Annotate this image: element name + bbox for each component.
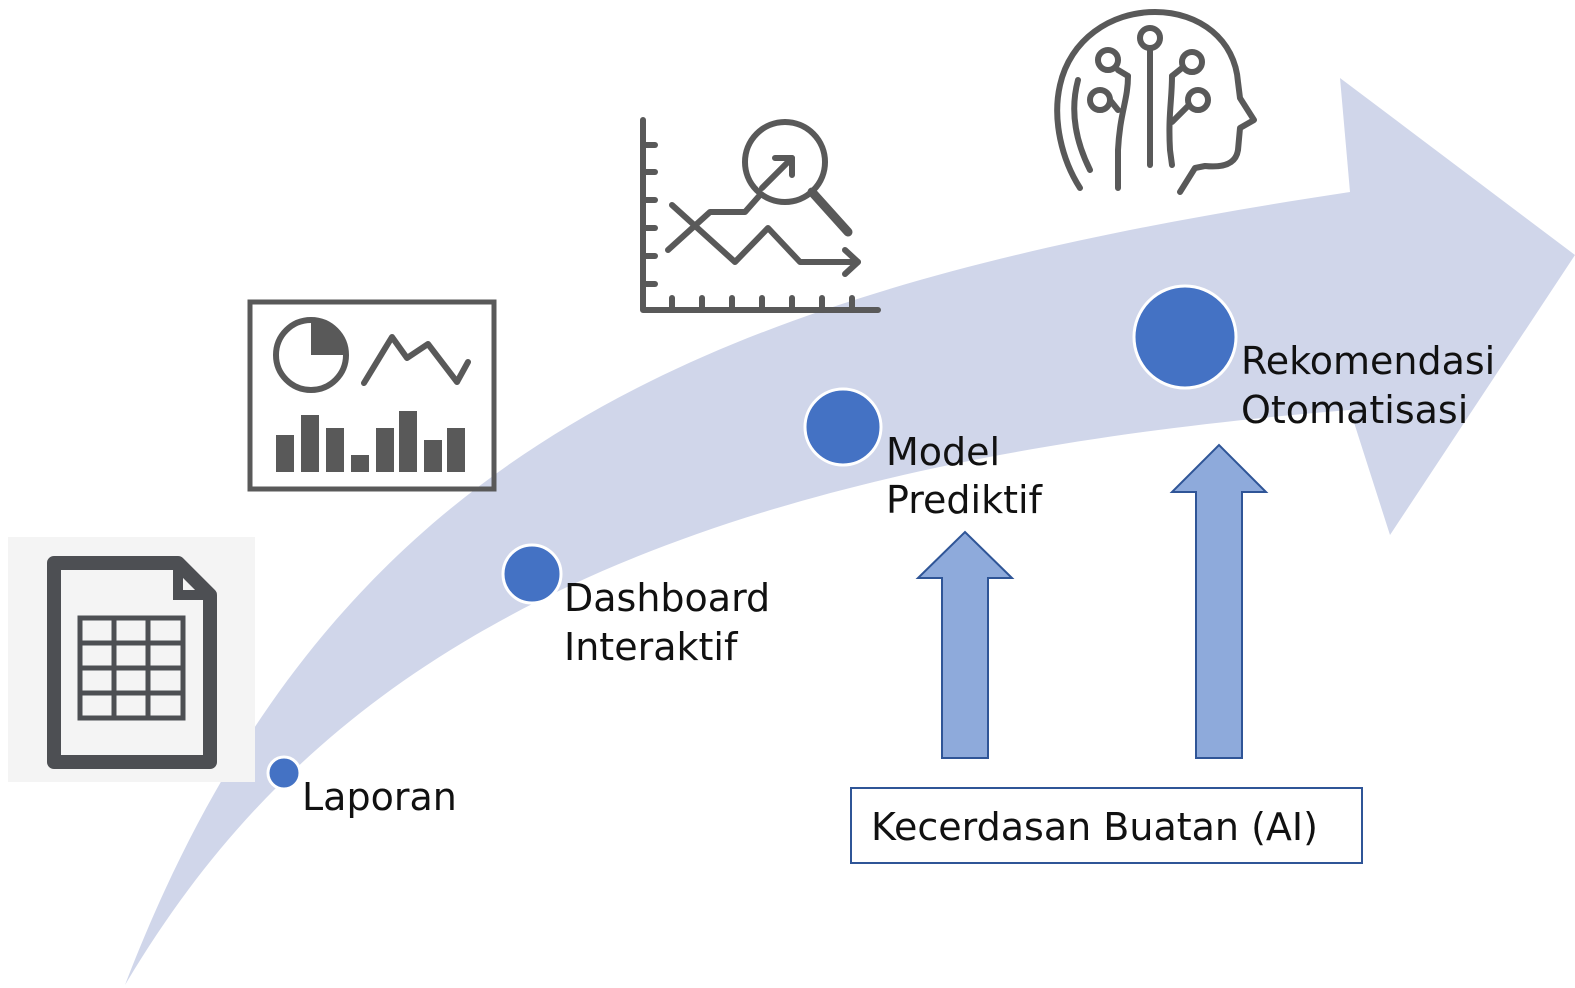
document-fold xyxy=(173,563,210,600)
head-outline xyxy=(1054,9,1257,195)
ai-box-frame xyxy=(850,787,1363,864)
pie-slice xyxy=(311,320,346,355)
stage-label-line2: Interaktif xyxy=(564,625,739,669)
trend-arrow xyxy=(759,155,795,191)
spreadsheet-document-icon xyxy=(8,537,255,782)
mini-bar-chart xyxy=(276,411,465,472)
stage-node xyxy=(1132,284,1238,390)
document-outline xyxy=(47,556,217,769)
stage-node xyxy=(803,387,883,467)
stage-node xyxy=(501,543,563,605)
stage-model-prediktif: Model Prediktif xyxy=(803,387,1044,522)
magnifier-lens xyxy=(742,119,828,205)
dashboard-icon xyxy=(247,299,497,492)
stage-label-line2: Otomatisasi xyxy=(1241,388,1468,432)
spreadsheet-icon-background xyxy=(8,537,255,782)
mini-line-chart xyxy=(361,334,471,386)
stage-rekomendasi-otomatisasi: Rekomendasi Otomatisasi xyxy=(1132,284,1495,432)
ai-box: Kecerdasan Buatan (AI) xyxy=(850,787,1363,864)
stage-label-line1: Rekomendasi xyxy=(1241,339,1495,383)
rising-line xyxy=(665,192,763,253)
chart-axes xyxy=(640,117,881,313)
dashboard-frame xyxy=(247,299,497,492)
analytics-chart-magnifier-icon xyxy=(640,117,881,313)
stage-node xyxy=(266,755,302,791)
ai-box-label: Kecerdasan Buatan (AI) xyxy=(871,805,1318,849)
zigzag-line xyxy=(669,202,861,265)
ai-arrow-to-automation xyxy=(1169,443,1269,759)
ai-brain-head-icon xyxy=(1054,9,1257,195)
stage-laporan: Laporan xyxy=(266,755,457,819)
stage-label-line1: Laporan xyxy=(302,775,457,819)
ai-arrow-to-predictive xyxy=(915,530,1015,759)
stage-label-line1: Dashboard xyxy=(564,576,770,620)
stage-label-line2: Prediktif xyxy=(886,478,1044,522)
table-grid xyxy=(77,615,186,721)
stage-label-line1: Model xyxy=(886,430,1000,474)
stage-dashboard-interaktif: Dashboard Interaktif xyxy=(501,543,770,669)
